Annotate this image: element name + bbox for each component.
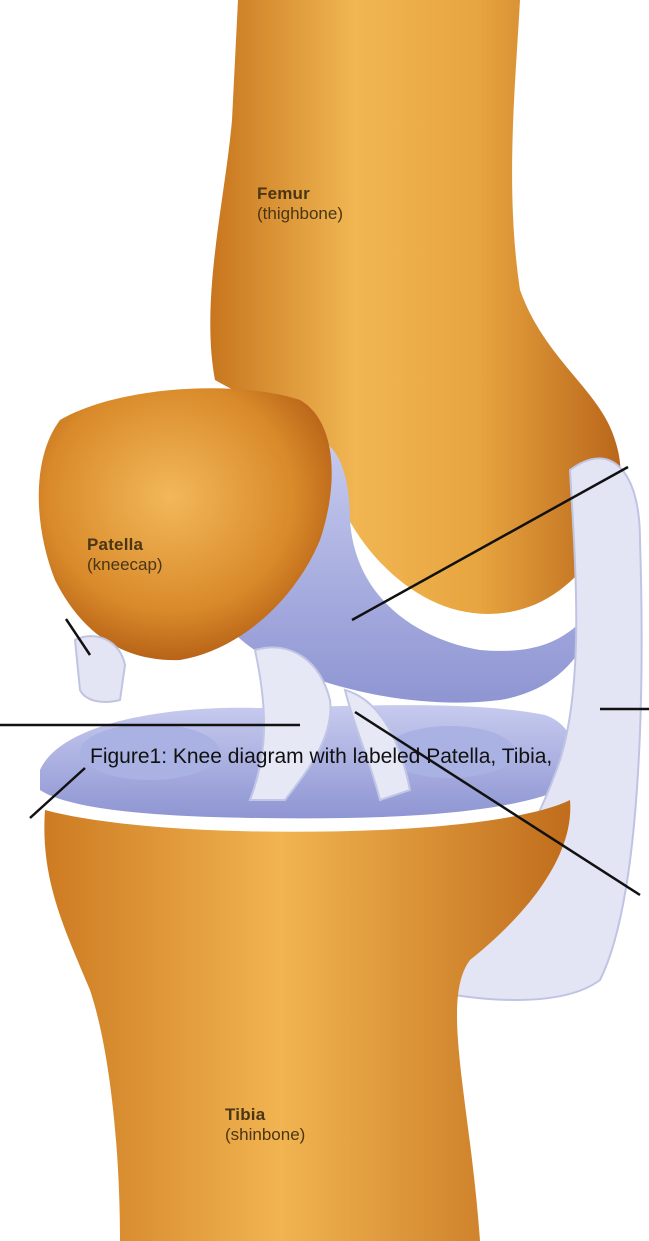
tibia-subname: (shinbone) bbox=[225, 1125, 305, 1145]
tibia-name: Tibia bbox=[225, 1105, 305, 1125]
femur-subname: (thighbone) bbox=[257, 204, 343, 224]
patella-subname: (kneecap) bbox=[87, 555, 163, 575]
tibia-label: Tibia (shinbone) bbox=[225, 1105, 305, 1144]
figure-caption: Figure1: Knee diagram with labeled Patel… bbox=[90, 745, 552, 769]
femur-name: Femur bbox=[257, 184, 343, 204]
tibia-bone bbox=[44, 800, 570, 1241]
patella-name: Patella bbox=[87, 535, 163, 555]
femur-label: Femur (thighbone) bbox=[257, 184, 343, 223]
patella-label: Patella (kneecap) bbox=[87, 535, 163, 574]
